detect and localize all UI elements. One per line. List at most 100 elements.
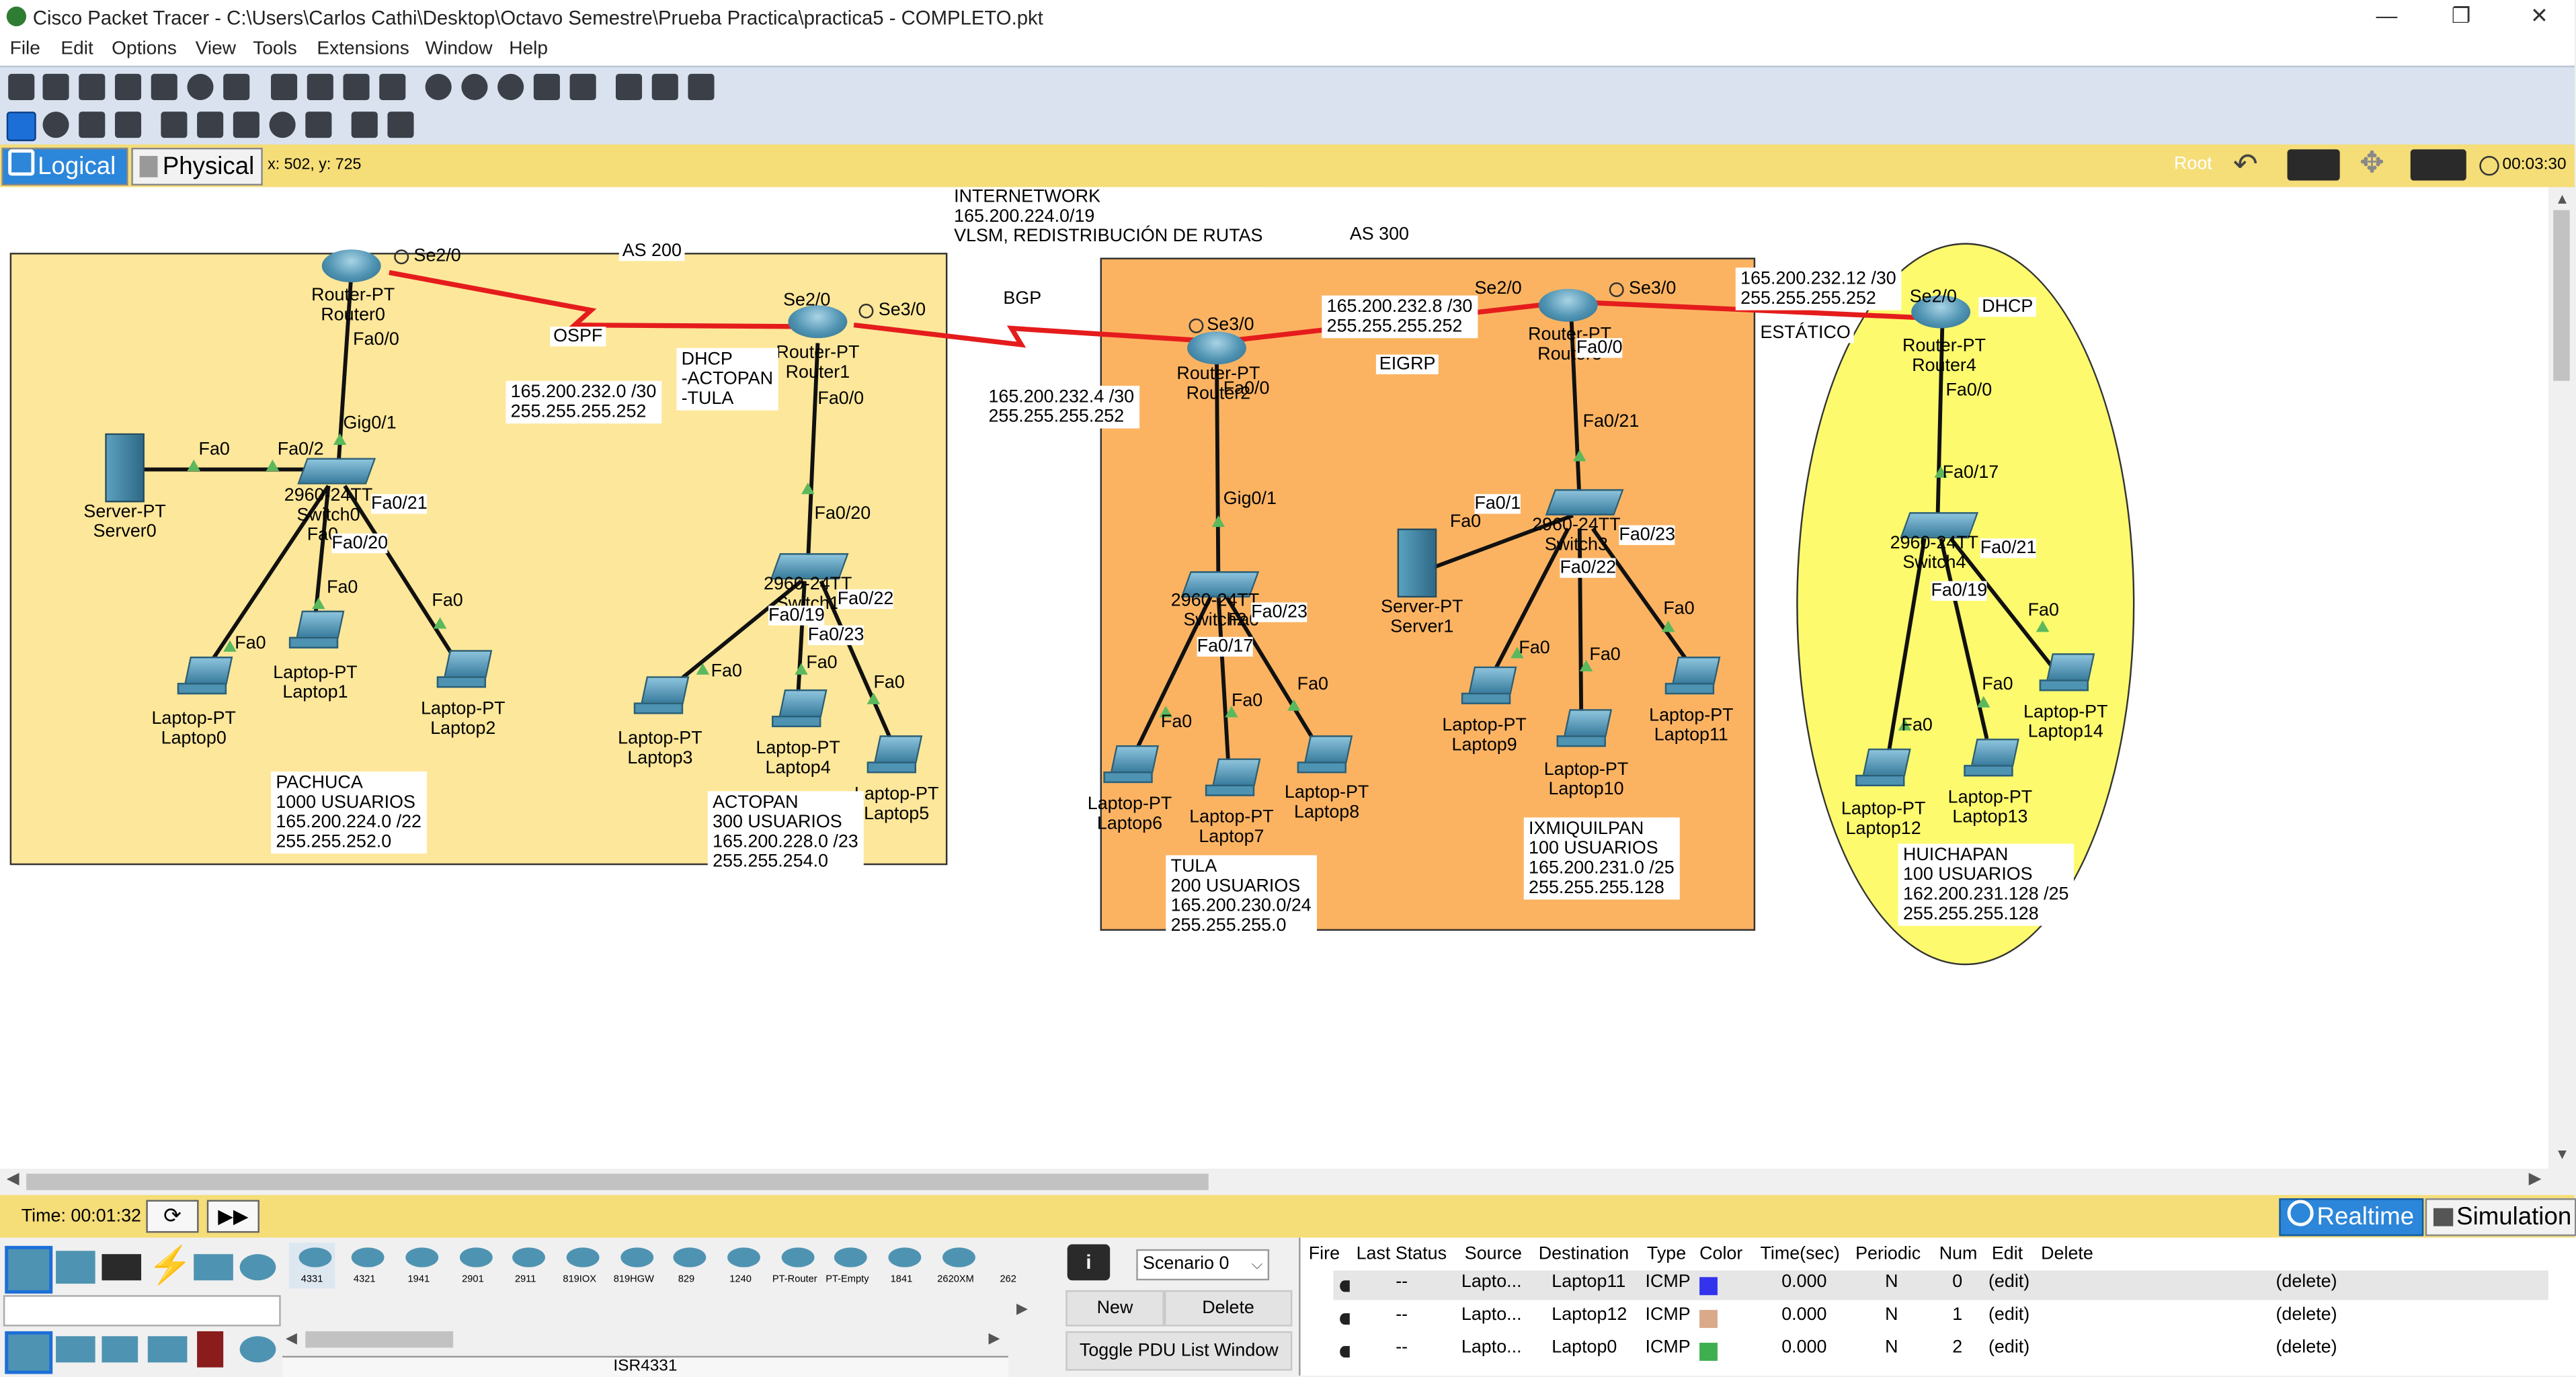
laptop6-icon[interactable]	[1103, 745, 1160, 784]
zoom-out-icon[interactable]	[497, 73, 524, 100]
model-829[interactable]: 829	[678, 1275, 695, 1286]
note-tool-icon[interactable]	[161, 112, 188, 138]
open-file-icon[interactable]	[42, 73, 69, 100]
activity-wizard-icon[interactable]	[223, 73, 250, 100]
realtime-mode-button[interactable]: Realtime	[2279, 1198, 2424, 1237]
freeform-tool-icon[interactable]	[305, 112, 332, 138]
note-estatico[interactable]: ESTÁTICO	[1757, 323, 1854, 343]
fast-forward-button[interactable]: ▶▶	[206, 1200, 259, 1233]
minimize-button[interactable]: —	[2376, 3, 2398, 28]
new-file-icon[interactable]	[8, 73, 35, 100]
pdu-expand-icon[interactable]: ▶	[1016, 1300, 1028, 1317]
delete-link[interactable]: (delete)	[2276, 1337, 2337, 1358]
scenario-select[interactable]: Scenario 0⌵	[1136, 1249, 1270, 1281]
cloud-icon[interactable]	[2287, 149, 2340, 181]
hubs-icon[interactable]	[102, 1336, 138, 1363]
cluster-icon[interactable]	[615, 73, 643, 100]
fire-icon[interactable]	[1340, 1280, 1350, 1292]
server0-icon[interactable]	[105, 433, 145, 503]
switches-icon[interactable]	[56, 1336, 95, 1363]
switch0-icon[interactable]	[297, 458, 376, 485]
router0-icon[interactable]	[321, 249, 381, 283]
scroll-left-icon[interactable]: ◀	[286, 1329, 297, 1346]
end-devices-icon[interactable]	[56, 1251, 95, 1284]
note-bgp[interactable]: BGP	[1000, 288, 1045, 309]
vertical-scrollbar[interactable]: ▲ ▼	[2548, 187, 2575, 1169]
laptop14-icon[interactable]	[2039, 653, 2095, 692]
delete-link[interactable]: (delete)	[2276, 1272, 2337, 1292]
image-icon[interactable]	[688, 73, 715, 100]
redo-icon[interactable]	[379, 73, 406, 100]
delete-link[interactable]: (delete)	[2276, 1304, 2337, 1325]
simple-pdu-icon[interactable]	[351, 112, 378, 138]
model-2620xm[interactable]: 2620XM	[937, 1275, 974, 1286]
print-icon[interactable]	[151, 73, 177, 100]
fire-icon[interactable]	[1340, 1345, 1350, 1358]
background-image-icon[interactable]	[2410, 149, 2466, 181]
model-pt-empty[interactable]: PT-Empty	[826, 1275, 869, 1286]
connections-icon[interactable]: ⚡	[147, 1244, 193, 1286]
edit-link[interactable]: (edit)	[1988, 1272, 2030, 1292]
multiuser-icon[interactable]	[239, 1254, 276, 1281]
menu-options[interactable]: Options	[112, 39, 177, 59]
zoom-in-icon[interactable]	[425, 73, 452, 100]
menu-extensions[interactable]: Extensions	[317, 39, 409, 59]
save-icon[interactable]	[79, 73, 106, 100]
paste-icon[interactable]	[307, 73, 333, 100]
laptop12-icon[interactable]	[1855, 748, 1911, 787]
laptop8-icon[interactable]	[1297, 735, 1353, 774]
note-dhcp-router4[interactable]: DHCP	[1978, 297, 2037, 317]
save-as-icon[interactable]	[114, 73, 142, 100]
undo-icon[interactable]	[343, 73, 370, 100]
delete-scenario-button[interactable]: Delete	[1164, 1290, 1293, 1327]
wireless-icon[interactable]	[147, 1336, 188, 1363]
laptop3-icon[interactable]	[633, 676, 690, 714]
model-1841[interactable]: 1841	[890, 1275, 913, 1286]
note-as200[interactable]: AS 200	[618, 241, 685, 261]
ellipse-tool-icon[interactable]	[269, 112, 296, 138]
toggle-pdu-list-button[interactable]: Toggle PDU List Window	[1065, 1331, 1293, 1371]
complex-pdu-icon[interactable]	[387, 112, 414, 138]
back-icon[interactable]: ↶	[2232, 147, 2258, 181]
edit-link[interactable]: (edit)	[1988, 1304, 2030, 1325]
delete-tool-icon[interactable]	[79, 112, 106, 138]
wan-emulation-icon[interactable]	[239, 1336, 276, 1363]
scroll-right-icon[interactable]: ▶	[988, 1329, 1000, 1346]
fire-icon[interactable]	[1340, 1313, 1350, 1325]
menu-file[interactable]: File	[9, 39, 40, 59]
close-button[interactable]: ✕	[2530, 3, 2548, 28]
model-4321[interactable]: 4321	[353, 1275, 376, 1286]
resize-tool-icon[interactable]	[114, 112, 142, 138]
menu-view[interactable]: View	[195, 39, 237, 59]
horizontal-scrollbar[interactable]: ◀ ▶	[0, 1169, 2575, 1196]
note-dhcp-list[interactable]: DHCP-ACTOPAN-TULA	[676, 347, 778, 411]
router1-icon[interactable]	[788, 305, 848, 339]
model-1941[interactable]: 1941	[407, 1275, 430, 1286]
laptop13-icon[interactable]	[1964, 739, 2019, 777]
physical-tab[interactable]: Physical	[131, 147, 263, 186]
drawing-palette-icon[interactable]	[533, 73, 560, 100]
model-1240[interactable]: 1240	[729, 1275, 752, 1286]
laptop10-icon[interactable]	[1556, 709, 1613, 747]
rectangle-tool-icon[interactable]	[233, 112, 259, 138]
laptop0-icon[interactable]	[177, 657, 233, 695]
router3-icon[interactable]	[1538, 288, 1598, 322]
laptop7-icon[interactable]	[1205, 758, 1261, 796]
model-scroll-thumb[interactable]	[305, 1331, 454, 1348]
components-icon[interactable]	[102, 1254, 142, 1281]
model-2911[interactable]: 2911	[514, 1275, 536, 1286]
simulation-mode-button[interactable]: Simulation	[2425, 1198, 2576, 1237]
model-819iox[interactable]: 819IOX	[563, 1275, 597, 1286]
new-scenario-button[interactable]: New	[1065, 1290, 1164, 1327]
scroll-left-icon[interactable]: ◀	[6, 1170, 19, 1189]
info-icon[interactable]	[187, 73, 214, 100]
model-262[interactable]: 262	[1000, 1275, 1016, 1286]
